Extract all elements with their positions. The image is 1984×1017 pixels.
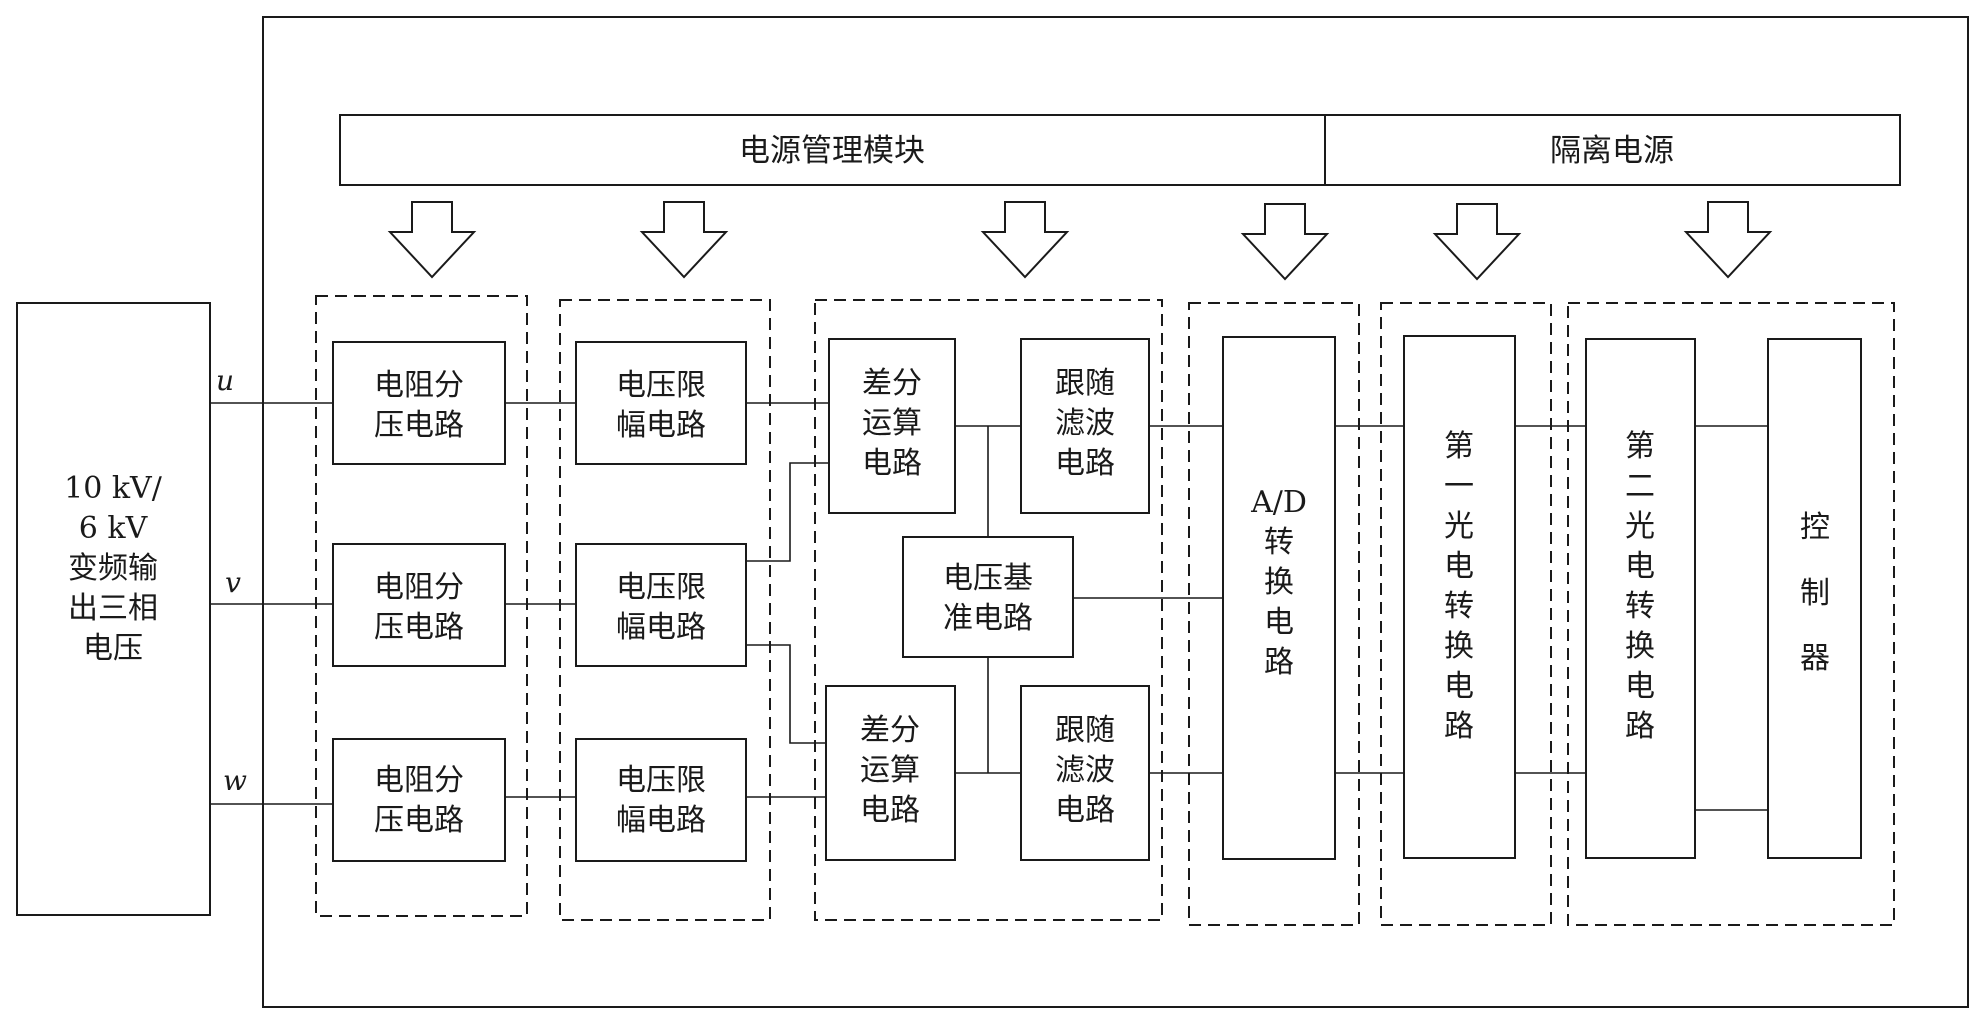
svg-text:运算: 运算 (862, 406, 922, 441)
svg-text:第: 第 (1625, 429, 1655, 464)
power-arrows (387, 201, 1773, 281)
source-line-2: 6 kV (79, 511, 149, 546)
svg-text:幅电路: 幅电路 (616, 408, 706, 443)
svg-text:电: 电 (1444, 669, 1474, 704)
group-adc (1188, 302, 1360, 926)
limiter-2: 电压限 幅电路 (575, 543, 747, 667)
svg-text:换: 换 (1625, 629, 1655, 664)
svg-text:电压限: 电压限 (616, 763, 706, 798)
source-line-1: 10 kV/ (64, 471, 163, 506)
svg-text:幅电路: 幅电路 (616, 803, 706, 838)
svg-text:换: 换 (1444, 629, 1474, 664)
divider-2: 电阻分 压电路 (332, 543, 506, 667)
svg-text:控: 控 (1800, 510, 1830, 545)
svg-text:幅电路: 幅电路 (616, 610, 706, 645)
svg-text:换: 换 (1264, 565, 1294, 600)
svg-text:电: 电 (1625, 549, 1655, 584)
limiter-1: 电压限 幅电路 (575, 341, 747, 465)
svg-text:压电路: 压电路 (374, 803, 464, 838)
svg-text:器: 器 (1800, 641, 1830, 676)
signal-wires (210, 402, 1768, 811)
svg-text:A/D: A/D (1250, 485, 1307, 520)
svg-text:跟随: 跟随 (1055, 713, 1115, 748)
svg-text:跟随: 跟随 (1055, 366, 1115, 401)
svg-text:差分: 差分 (860, 713, 920, 748)
divider-1: 电阻分 压电路 (332, 341, 506, 465)
svg-text:电压基: 电压基 (943, 561, 1033, 596)
group-opto1 (1380, 302, 1552, 926)
svg-text:运算: 运算 (860, 753, 920, 788)
svg-text:一: 一 (1444, 469, 1474, 504)
down-arrow-icon (1683, 201, 1773, 279)
down-arrow-icon (387, 201, 477, 279)
svg-text:电路: 电路 (1055, 793, 1115, 828)
follower-filter-bottom: 跟随 滤波 电路 (1020, 685, 1150, 861)
group-opto2-controller (1567, 302, 1895, 926)
adc-block: A/D 转 换 电 路 (1222, 336, 1336, 860)
svg-text:电: 电 (1625, 669, 1655, 704)
svg-text:路: 路 (1444, 709, 1474, 744)
svg-text:电路: 电路 (1055, 446, 1115, 481)
svg-text:电路: 电路 (860, 793, 920, 828)
opto-converter-2: 第 二 光 电 转 换 电 路 (1585, 338, 1696, 859)
limiter-3: 电压限 幅电路 (575, 738, 747, 862)
follower-filter-top: 跟随 滤波 电路 (1020, 338, 1150, 514)
outer-frame (262, 16, 1969, 1008)
svg-text:压电路: 压电路 (374, 408, 464, 443)
svg-text:路: 路 (1625, 709, 1655, 744)
svg-text:电路: 电路 (862, 446, 922, 481)
svg-text:电阻分: 电阻分 (374, 763, 464, 798)
svg-text:转: 转 (1444, 589, 1474, 624)
controller-block: 控 制 器 (1767, 338, 1862, 859)
down-arrow-icon (980, 201, 1070, 279)
source-box (16, 302, 211, 916)
svg-text:压电路: 压电路 (374, 610, 464, 645)
power-management-module (339, 114, 1326, 186)
source-block: 10 kV/ 6 kV 变频输 出三相 电压 (16, 302, 211, 916)
source-line-5: 电压 (83, 631, 143, 666)
source-line-4: 出三相 (68, 591, 158, 626)
down-arrow-icon (1432, 203, 1522, 281)
svg-text:电压限: 电压限 (616, 368, 706, 403)
svg-text:电: 电 (1444, 549, 1474, 584)
svg-text:准电路: 准电路 (943, 601, 1033, 636)
svg-text:二: 二 (1625, 469, 1655, 504)
power-bar: 电源管理模块 隔离电源 (339, 114, 1901, 186)
svg-text:电压限: 电压限 (616, 570, 706, 605)
svg-text:转: 转 (1264, 525, 1294, 560)
phase-u-label: u (216, 364, 234, 397)
power-management-label: 电源管理模块 (739, 133, 925, 169)
source-line-3: 变频输 (68, 551, 158, 586)
divider-3: 电阻分 压电路 (332, 738, 506, 862)
diff-amp-top: 差分 运算 电路 (828, 338, 956, 514)
opto-converter-1: 第 一 光 电 转 换 电 路 (1403, 335, 1516, 859)
down-arrow-icon (639, 201, 729, 279)
group-dividers (315, 295, 528, 917)
svg-text:制: 制 (1800, 576, 1830, 611)
svg-text:第: 第 (1444, 429, 1474, 464)
svg-text:电阻分: 电阻分 (374, 368, 464, 403)
isolated-power-supply (1324, 114, 1901, 186)
svg-text:差分: 差分 (862, 366, 922, 401)
svg-text:光: 光 (1625, 509, 1655, 544)
svg-text:转: 转 (1625, 589, 1655, 624)
svg-text:滤波: 滤波 (1055, 753, 1115, 788)
group-conditioning (814, 299, 1163, 921)
phase-w-label: w (223, 764, 247, 797)
svg-text:滤波: 滤波 (1055, 406, 1115, 441)
group-limiters (559, 299, 771, 921)
phase-v-label: v (225, 566, 241, 599)
svg-text:路: 路 (1264, 645, 1294, 680)
voltage-reference: 电压基 准电路 (902, 536, 1074, 658)
diff-amp-bottom: 差分 运算 电路 (825, 685, 956, 861)
svg-text:电阻分: 电阻分 (374, 570, 464, 605)
isolated-power-label: 隔离电源 (1550, 133, 1674, 169)
down-arrow-icon (1240, 203, 1330, 281)
svg-text:电: 电 (1264, 605, 1294, 640)
svg-text:光: 光 (1444, 509, 1474, 544)
